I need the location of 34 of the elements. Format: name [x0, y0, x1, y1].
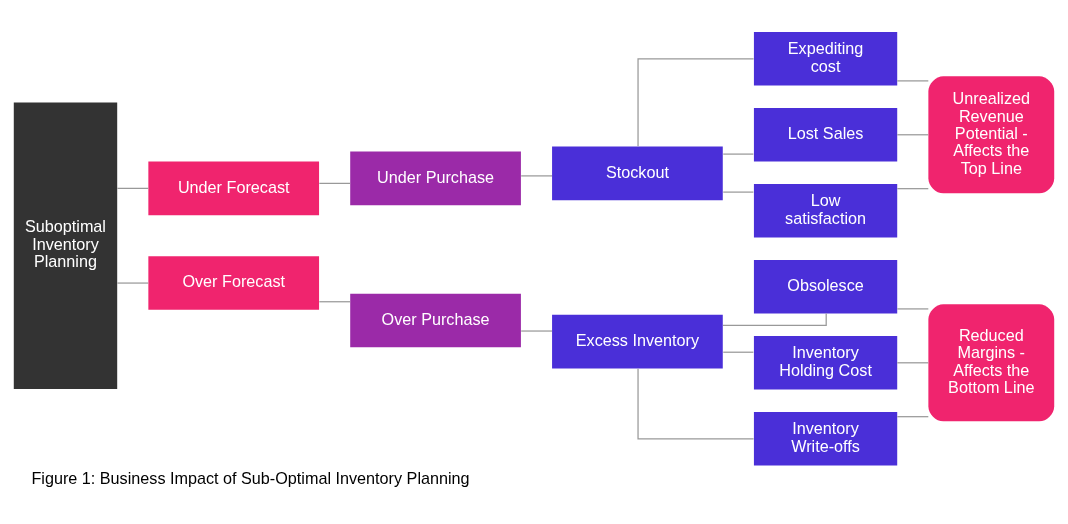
- node-box: Reduced Margins - Affects the Bottom Line: [928, 303, 1055, 421]
- connector: [896, 307, 929, 310]
- node-box: Under Purchase: [350, 151, 521, 205]
- node-box: Lost Sales: [753, 107, 898, 162]
- connector: [896, 187, 929, 189]
- node-box: Over Forecast: [148, 255, 320, 310]
- connector: [318, 182, 351, 184]
- connector: [520, 174, 553, 177]
- node-box: Under Forecast: [148, 161, 320, 215]
- node-box: Over Purchase: [350, 293, 521, 347]
- caption: Figure 1: Business Impact of Sub-Optimal Inventory Planning: [31, 468, 470, 487]
- node-box: Inventory Write-offs: [753, 411, 898, 466]
- connector: [637, 57, 755, 147]
- connector: [896, 361, 929, 363]
- connector: [318, 300, 351, 302]
- node-box: Stockout: [552, 146, 723, 200]
- connector: [722, 190, 754, 193]
- connector: [722, 152, 754, 155]
- node-box: Excess Inventory: [552, 314, 723, 368]
- connector: [116, 187, 149, 189]
- node-box: Suboptimal Inventory Planning: [13, 101, 118, 389]
- connector: [722, 351, 754, 353]
- node-box: Expediting cost: [753, 31, 898, 86]
- connector: [637, 367, 755, 439]
- node-box: Low satisfaction: [753, 183, 898, 238]
- node-box: Unrealized Revenue Potential - Affects the Top Line: [928, 75, 1055, 193]
- node-box: Obsolesce: [753, 259, 898, 314]
- connector: [896, 133, 929, 135]
- connector: [896, 415, 929, 417]
- connector: [896, 79, 929, 81]
- connector: [116, 281, 149, 284]
- connector: [520, 329, 553, 332]
- connector: [722, 312, 827, 326]
- node-box: Inventory Holding Cost: [753, 335, 898, 390]
